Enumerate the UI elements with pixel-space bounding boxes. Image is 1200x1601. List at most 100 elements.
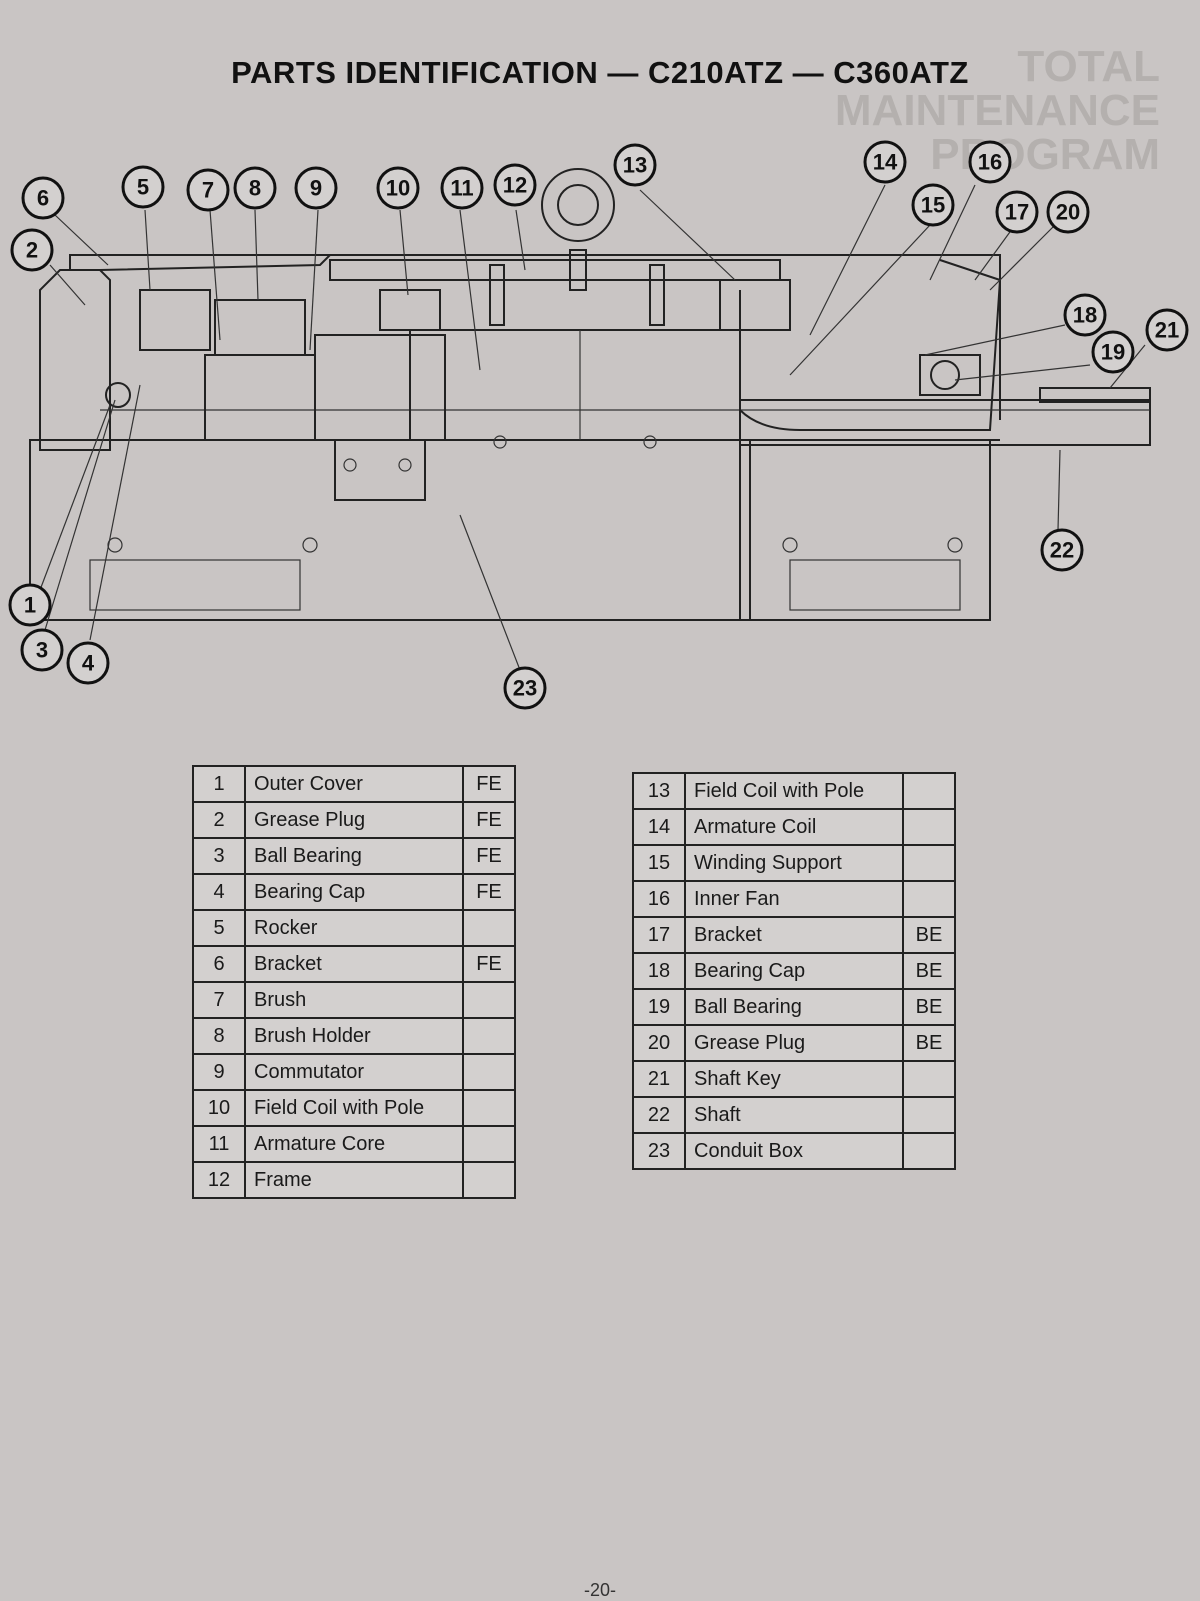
callout-5: 5 (121, 165, 165, 209)
callout-3: 3 (20, 628, 64, 672)
svg-text:20: 20 (1056, 200, 1080, 225)
cell-num: 16 (632, 880, 686, 918)
cell-num: 9 (192, 1053, 246, 1091)
callout-17: 17 (995, 190, 1039, 234)
cell-num: 20 (632, 1024, 686, 1062)
cell-name: Winding Support (684, 844, 904, 882)
cell-code: FE (462, 801, 516, 839)
cell-code (902, 1132, 956, 1170)
cell-code: FE (462, 945, 516, 983)
svg-text:11: 11 (450, 176, 473, 201)
cell-num: 12 (192, 1161, 246, 1199)
callout-10: 10 (376, 166, 420, 210)
cell-num: 3 (192, 837, 246, 875)
cell-name: Bearing Cap (244, 873, 464, 911)
cell-num: 21 (632, 1060, 686, 1098)
leader-lines (39, 184, 1146, 671)
cell-name: Brush Holder (244, 1017, 464, 1055)
cell-code (462, 1089, 516, 1127)
show-through-heading: TOTAL MAINTENANCE PROGRAM (834, 42, 1160, 179)
svg-text:23: 23 (513, 676, 537, 701)
callout-12: 12 (493, 163, 537, 207)
cell-name: Frame (244, 1161, 464, 1199)
svg-text:16: 16 (978, 150, 1002, 175)
cell-code (462, 981, 516, 1019)
cell-num: 1 (192, 765, 246, 803)
cell-name: Brush (244, 981, 464, 1019)
cell-name: Ball Bearing (684, 988, 904, 1026)
cell-name: Armature Core (244, 1125, 464, 1163)
svg-text:18: 18 (1073, 303, 1097, 328)
svg-text:10: 10 (386, 176, 410, 201)
callout-9: 9 (294, 166, 338, 210)
cell-name: Commutator (244, 1053, 464, 1091)
cell-name: Ball Bearing (244, 837, 464, 875)
cell-name: Inner Fan (684, 880, 904, 918)
callout-15: 15 (911, 183, 955, 227)
cell-num: 11 (192, 1125, 246, 1163)
motor-cross-section-diagram: 6 2 5 7 8 9 10 11 12 13 14 16 15 17 20 1… (8, 140, 1189, 710)
callout-13: 13 (613, 143, 657, 187)
svg-text:9: 9 (310, 176, 322, 201)
callout-23: 23 (503, 666, 547, 710)
cell-num: 17 (632, 916, 686, 954)
svg-text:2: 2 (26, 238, 38, 263)
cell-code (462, 1017, 516, 1055)
cell-name: Shaft Key (684, 1060, 904, 1098)
callout-2: 2 (10, 228, 54, 272)
svg-text:17: 17 (1005, 200, 1029, 225)
cell-code (902, 808, 956, 846)
cell-code (902, 844, 956, 882)
cell-num: 6 (192, 945, 246, 983)
cell-name: Bracket (244, 945, 464, 983)
callout-18: 18 (1063, 293, 1107, 337)
svg-text:14: 14 (873, 150, 898, 175)
cell-name: Shaft (684, 1096, 904, 1134)
cell-num: 15 (632, 844, 686, 882)
svg-text:1: 1 (24, 593, 36, 618)
cell-name: Field Coil with Pole (684, 772, 904, 810)
cell-num: 13 (632, 772, 686, 810)
cell-code (902, 1096, 956, 1134)
page-number: -20- (583, 1580, 616, 1600)
cell-name: Grease Plug (684, 1024, 904, 1062)
cell-code: BE (902, 952, 956, 990)
cell-num: 7 (192, 981, 246, 1019)
cell-code: FE (462, 837, 516, 875)
cell-num: 4 (192, 873, 246, 911)
cell-name: Outer Cover (244, 765, 464, 803)
cell-num: 22 (632, 1096, 686, 1134)
cell-code (902, 772, 956, 810)
callout-7: 7 (186, 168, 230, 212)
svg-text:6: 6 (37, 186, 49, 211)
svg-text:4: 4 (82, 651, 95, 676)
callout-20: 20 (1046, 190, 1090, 234)
cell-num: 19 (632, 988, 686, 1026)
cell-code: FE (462, 765, 516, 803)
cell-num: 18 (632, 952, 686, 990)
cell-code: BE (902, 1024, 956, 1062)
callout-1: 1 (8, 583, 52, 627)
callout-19: 19 (1091, 330, 1135, 374)
cell-name: Conduit Box (684, 1132, 904, 1170)
svg-text:22: 22 (1050, 538, 1074, 563)
